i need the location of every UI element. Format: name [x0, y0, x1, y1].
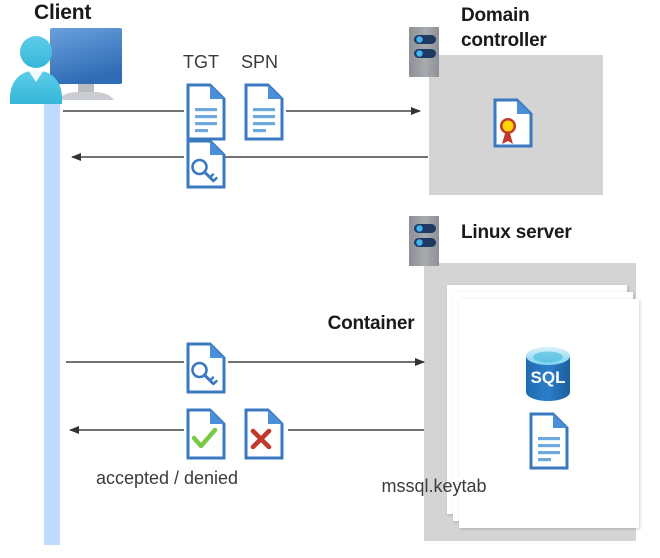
linux-server-title: Linux server: [461, 222, 572, 243]
certificate-document-icon: [493, 98, 533, 148]
sql-database-icon: SQL: [526, 347, 570, 401]
domain-controller-title: Domain controller: [461, 3, 621, 53]
check-document-icon: [186, 408, 226, 460]
tgt-label: TGT: [183, 52, 219, 72]
key-document-icon-1: [186, 139, 226, 189]
domain-controller-title-line2: controller: [461, 30, 547, 51]
cross-document-icon: [244, 408, 284, 460]
client-title: Client: [34, 1, 92, 24]
domain-controller-title-line1: Domain: [461, 5, 530, 26]
spn-label: SPN: [241, 52, 279, 72]
key-document-icon-2: [186, 342, 226, 394]
client-person-icon: [10, 36, 62, 104]
spn-document-icon: [244, 83, 284, 141]
tgt-document-icon: [186, 83, 226, 141]
container-title: Container: [327, 313, 415, 334]
client-monitor-icon: [50, 28, 122, 100]
keytab-document-icon: [529, 412, 569, 470]
linux-server-icon: [409, 216, 439, 266]
svg-text:SQL: SQL: [531, 368, 566, 387]
keytab-filename-label: mssql.keytab: [381, 476, 487, 496]
accepted-denied-label: accepted / denied: [95, 468, 239, 488]
domain-controller-server-icon: [409, 27, 439, 77]
client-lifeline: [44, 74, 60, 545]
